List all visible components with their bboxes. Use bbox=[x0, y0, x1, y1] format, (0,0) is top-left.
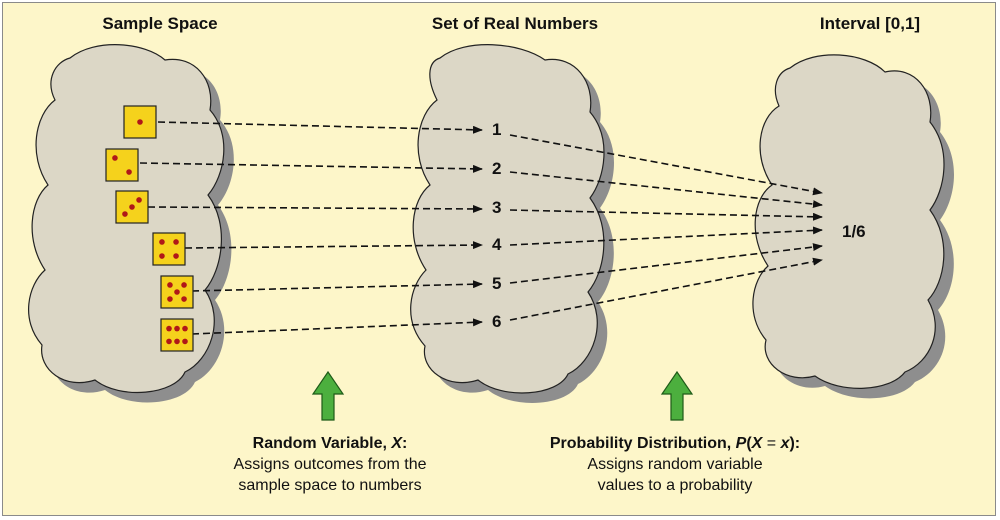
arrow-prob-6 bbox=[509, 257, 823, 321]
die-pip bbox=[129, 204, 135, 210]
die-pip bbox=[112, 155, 118, 161]
arrow-die-6 bbox=[191, 318, 483, 335]
probability-distribution-caption: Probability Distribution, P(X = x): Assi… bbox=[490, 433, 860, 496]
outcome-to-number-arrows bbox=[139, 121, 483, 335]
heading-real-numbers: Set of Real Numbers bbox=[431, 14, 599, 33]
die-3 bbox=[115, 190, 149, 224]
arrow-die-2 bbox=[139, 162, 483, 173]
die-pip bbox=[182, 338, 188, 345]
number-4: 4 bbox=[492, 235, 502, 254]
die-pip bbox=[173, 239, 179, 245]
number-1: 1 bbox=[492, 120, 502, 139]
probability-distribution-desc-line1: Assigns random variable bbox=[587, 456, 763, 473]
number-6: 6 bbox=[492, 312, 502, 331]
real-numbers-cloud bbox=[410, 44, 614, 403]
random-variable-desc-line2: sample space to numbers bbox=[238, 477, 422, 494]
number-2: 2 bbox=[492, 159, 502, 178]
random-variable-up-arrow bbox=[311, 370, 345, 421]
arrow-prob-4 bbox=[509, 226, 823, 246]
arrow-die-3 bbox=[147, 204, 483, 213]
random-variable-title: Random Variable, X: bbox=[252, 435, 408, 452]
arrow-prob-3 bbox=[509, 209, 823, 221]
die-pip bbox=[181, 282, 187, 288]
arrow-prob-1 bbox=[509, 134, 823, 196]
number-to-probability-arrows bbox=[509, 134, 823, 321]
die-pip bbox=[174, 325, 180, 332]
arrow-die-1 bbox=[157, 121, 483, 134]
die-2 bbox=[105, 148, 139, 182]
random-variable-caption: Random Variable, X: Assigns outcomes fro… bbox=[200, 433, 460, 496]
die-5 bbox=[160, 275, 194, 309]
die-pip bbox=[181, 296, 187, 302]
number-5: 5 bbox=[492, 274, 502, 293]
probability-distribution-up-arrow bbox=[660, 370, 694, 421]
die-pip bbox=[174, 338, 180, 345]
die-pip bbox=[126, 169, 132, 175]
interval-cloud bbox=[752, 54, 954, 399]
die-pip bbox=[166, 338, 172, 345]
arrow-die-5 bbox=[191, 280, 483, 292]
die-pip bbox=[182, 325, 188, 332]
probability-value: 1/6 bbox=[842, 222, 866, 241]
die-pip bbox=[136, 197, 142, 203]
arrow-die-4 bbox=[184, 241, 483, 250]
probability-distribution-desc-line2: values to a probability bbox=[597, 477, 753, 494]
heading-interval: Interval [0,1] bbox=[819, 14, 921, 33]
die-6 bbox=[160, 318, 194, 352]
heading-sample-space: Sample Space bbox=[102, 14, 218, 33]
probability-distribution-title: Probability Distribution, P(X = x): bbox=[549, 435, 801, 452]
die-pip bbox=[167, 296, 173, 302]
die-pip bbox=[137, 119, 143, 125]
die-1 bbox=[123, 105, 157, 139]
die-pip bbox=[173, 253, 179, 259]
dice-group bbox=[105, 105, 194, 352]
die-4 bbox=[152, 232, 186, 266]
arrow-prob-2 bbox=[509, 171, 823, 209]
random-variable-desc-line1: Assigns outcomes from the bbox=[233, 456, 427, 473]
number-3: 3 bbox=[492, 198, 502, 217]
die-pip bbox=[159, 253, 165, 259]
die-pip bbox=[174, 289, 180, 295]
die-pip bbox=[122, 211, 128, 217]
die-pip bbox=[166, 325, 172, 332]
arrow-prob-5 bbox=[509, 243, 823, 284]
die-pip bbox=[167, 282, 173, 288]
die-pip bbox=[159, 239, 165, 245]
